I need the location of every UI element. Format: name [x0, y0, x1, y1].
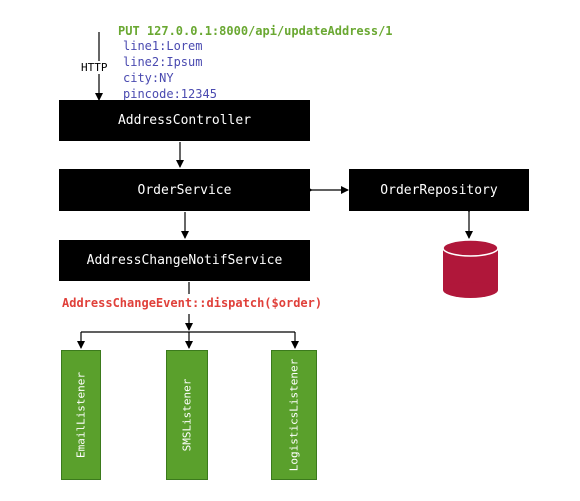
request-method-url: PUT 127.0.0.1:8000/api/updateAddress/1 — [118, 24, 393, 38]
logistics-listener-label: LogisticsListener — [287, 358, 301, 472]
request-city: city:NY — [123, 71, 174, 85]
http-label: HTTP — [79, 61, 110, 74]
order-repository-label: OrderRepository — [380, 182, 498, 198]
order-repository-node: OrderRepository — [349, 169, 529, 211]
logistics-listener-node: LogisticsListener — [271, 350, 317, 480]
address-controller-node: AddressController — [59, 100, 310, 141]
database-icon — [442, 239, 499, 298]
sms-listener-label: SMSListener — [180, 378, 194, 452]
address-controller-label: AddressController — [117, 113, 252, 128]
order-service-label: OrderService — [137, 182, 232, 198]
event-dispatch-label: AddressChangeEvent::dispatch($order) — [62, 296, 323, 310]
request-line2: line2:Ipsum — [123, 55, 203, 69]
order-service-node: OrderService — [59, 169, 310, 211]
email-listener-node: EmailListener — [61, 350, 101, 480]
request-block: PUT 127.0.0.1:8000/api/updateAddress/1 l… — [118, 24, 393, 102]
request-pincode: pincode:12345 — [123, 87, 217, 101]
notif-service-label: AddressChangeNotifService — [86, 253, 283, 268]
sms-listener-node: SMSListener — [166, 350, 208, 480]
notif-service-node: AddressChangeNotifService — [59, 240, 310, 281]
request-line1: line1:Lorem — [123, 39, 203, 53]
email-listener-label: EmailListener — [74, 371, 88, 459]
